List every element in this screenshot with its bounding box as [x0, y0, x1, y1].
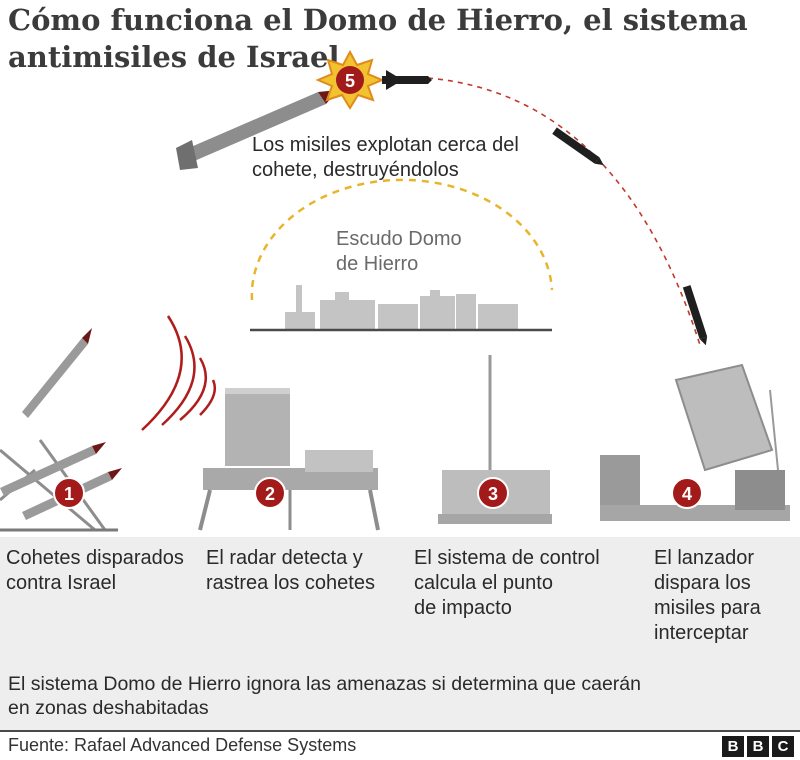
shield-arc: [250, 178, 554, 301]
interceptor-missile-2: [552, 127, 604, 166]
step-1-caption-line: contra Israel: [6, 572, 117, 594]
step-2-caption-line: El radar detecta y: [206, 547, 363, 569]
explosion-caption-line-2: cohete, destruyéndolos: [252, 159, 459, 181]
step-4-badge: 4: [671, 477, 703, 509]
explosion-caption: Los misiles explotan cerca del cohete, d…: [252, 133, 519, 183]
radar-waves: [141, 315, 217, 431]
step-2-caption: El radar detecta y rastrea los cohetes: [206, 546, 375, 596]
step-4-number: 4: [682, 484, 692, 504]
city-skyline: [285, 285, 518, 330]
step-4-caption-line: El lanzador: [654, 547, 755, 569]
explosion-caption-line-1: Los misiles explotan cerca del: [252, 134, 519, 156]
footnote-line-1: El sistema Domo de Hierro ignora las ame…: [8, 673, 641, 695]
step-2-badge: 2: [254, 477, 286, 509]
step-4-caption-line: dispara los: [654, 572, 751, 594]
step-4-caption-line: interceptar: [654, 622, 749, 644]
interceptor-missile-3: [682, 285, 708, 346]
source-credit: Fuente: Rafael Advanced Defense Systems: [8, 735, 357, 755]
step-1-badge: 1: [53, 477, 85, 509]
step-1-number: 1: [64, 484, 74, 504]
shield-label-line-1: Escudo Domo: [336, 228, 462, 250]
step-3-badge: 3: [477, 477, 509, 509]
step-3-number: 3: [488, 484, 498, 504]
explosion-icon: 5: [315, 49, 385, 110]
step-4-caption: El lanzador dispara los misiles para int…: [654, 546, 761, 646]
step-3-caption-line: de impacto: [414, 597, 512, 619]
step-2-number: 2: [265, 484, 275, 504]
shield-label: Escudo Domo de Hierro: [336, 227, 462, 277]
interceptor-launcher: [600, 363, 790, 521]
step-3-caption: El sistema de control calcula el punto d…: [414, 546, 600, 621]
title-line-2: antimisiles de Israel: [8, 40, 340, 74]
steps-background-band: [0, 537, 800, 730]
footnote-line-2: en zonas deshabitadas: [8, 697, 209, 719]
bbc-logo: B B C: [722, 736, 794, 757]
page-title: Cómo funciona el Domo de Hierro, el sist…: [8, 2, 768, 76]
step-3-caption-line: El sistema de control: [414, 547, 600, 569]
title-line-1: Cómo funciona el Domo de Hierro, el sist…: [8, 3, 748, 37]
step-1-caption-line: Cohetes disparados: [6, 547, 184, 569]
incoming-rocket: [176, 90, 338, 170]
radar-unit: [198, 388, 380, 531]
footnote: El sistema Domo de Hierro ignora las ame…: [8, 672, 788, 720]
interceptor-missile-1: [382, 70, 432, 90]
footer-rule: [0, 730, 800, 732]
bbc-logo-letter: B: [722, 736, 744, 757]
bbc-logo-letter: B: [747, 736, 769, 757]
step-3-caption-line: calcula el punto: [414, 572, 553, 594]
shield-label-line-2: de Hierro: [336, 253, 419, 275]
bbc-logo-letter: C: [772, 736, 794, 757]
diagram-illustration: 5: [0, 49, 790, 532]
step-1-caption: Cohetes disparados contra Israel: [6, 546, 184, 596]
step-5-number: 5: [345, 71, 355, 91]
step-2-caption-line: rastrea los cohetes: [206, 572, 375, 594]
step-4-caption-line: misiles para: [654, 597, 761, 619]
